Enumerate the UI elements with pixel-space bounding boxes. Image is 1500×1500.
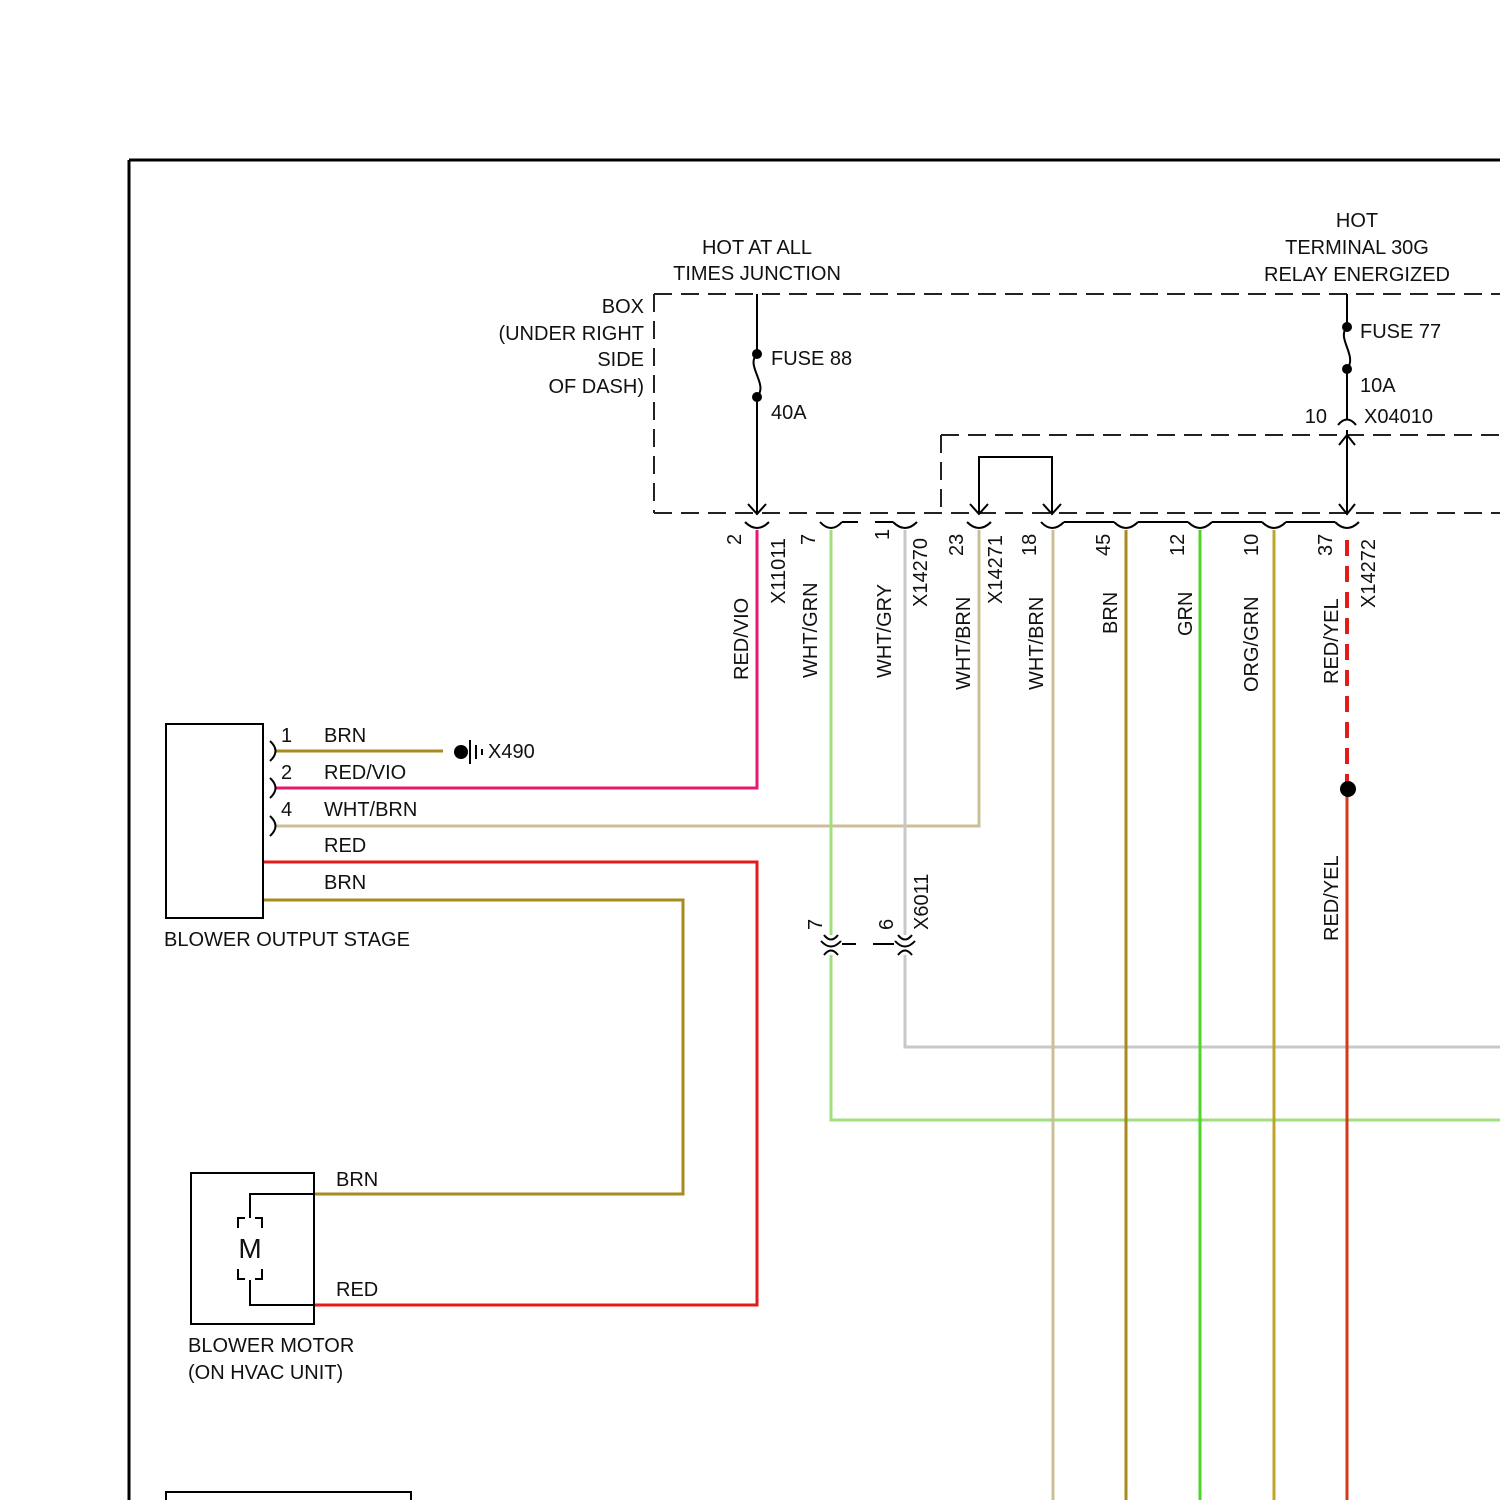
junction-box-3: SIDE — [597, 349, 644, 371]
relay-hot-2: TERMINAL 30G — [1285, 237, 1429, 259]
fuse-88: FUSE 88 40A — [748, 294, 852, 514]
bos-brn-wire: BRN — [324, 872, 366, 894]
fuse77-connector: X04010 — [1364, 406, 1433, 428]
bos-pin2-wire: RED/VIO — [324, 762, 406, 784]
fuse77-rating: 10A — [1360, 375, 1396, 397]
connector-x14271: X14271 — [985, 535, 1007, 604]
connector-x11011: X11011 — [768, 538, 790, 604]
blower-motor: M BRN RED BLOWER MOTOR (ON HVAC UNIT) — [188, 1169, 378, 1384]
connector-cups — [745, 522, 1359, 528]
relay-hot-3: RELAY ENERGIZED — [1264, 264, 1450, 286]
bos-pin1: 1 — [281, 725, 292, 747]
junction-box-1: BOX — [602, 296, 644, 318]
fuse77-name: FUSE 77 — [1360, 321, 1441, 343]
pin-18: 18 — [1019, 534, 1041, 556]
motor-name-2: (ON HVAC UNIT) — [188, 1362, 343, 1384]
pin-37: 37 — [1315, 534, 1337, 556]
junction-box-labels: HOT AT ALL TIMES JUNCTION BOX (UNDER RIG… — [498, 210, 1450, 398]
label-org-grn: ORG/GRN — [1241, 596, 1263, 692]
x6011-pin-6: 6 — [876, 919, 898, 930]
pin-1: 1 — [872, 529, 894, 540]
internal-jumper — [970, 457, 1061, 514]
connector-x14272: X14272 — [1358, 539, 1380, 608]
junction-title-2: TIMES JUNCTION — [673, 263, 841, 285]
bos-name: BLOWER OUTPUT STAGE — [164, 929, 410, 951]
relay-hot-1: HOT — [1336, 210, 1378, 232]
x490-label: X490 — [488, 741, 535, 763]
bos-pin2: 2 — [281, 762, 292, 784]
pin-12: 12 — [1167, 534, 1189, 556]
pin-7: 7 — [798, 534, 820, 545]
pin-45: 45 — [1093, 534, 1115, 556]
wire-labels: RED/VIO WHT/GRN WHT/GRY WHT/BRN WHT/BRN … — [731, 582, 1343, 941]
motor-name-1: BLOWER MOTOR — [188, 1335, 354, 1357]
junction-box-2: (UNDER RIGHT — [498, 323, 644, 345]
label-grn: GRN — [1175, 592, 1197, 636]
label-brn: BRN — [1100, 592, 1122, 634]
label-wht-grn: WHT/GRN — [800, 582, 822, 678]
label-wht-brn-b: WHT/BRN — [1026, 597, 1048, 690]
junction-box-4: OF DASH) — [548, 376, 644, 398]
bos-pin4: 4 — [281, 799, 292, 821]
motor-symbol: M — [238, 1233, 261, 1264]
motor-brn-wire: BRN — [336, 1169, 378, 1191]
fuse77-pin: 10 — [1305, 406, 1327, 428]
wire-wht-gry-lower — [905, 955, 1500, 1047]
pin-23: 23 — [946, 534, 968, 556]
x6011-name: X6011 — [911, 874, 933, 930]
blower-output-stage: 1 BRN 2 RED/VIO 4 WHT/BRN RED BRN BLOWER… — [164, 724, 417, 951]
fuse88-rating: 40A — [771, 402, 807, 424]
junction-title-1: HOT AT ALL — [702, 237, 812, 259]
connector-names: X11011 X14270 X14271 X14272 — [768, 535, 1380, 608]
x6011-pin-7: 7 — [805, 919, 827, 930]
pin-2: 2 — [724, 534, 746, 545]
pin-10: 10 — [1241, 534, 1263, 556]
bos-pin1-wire: BRN — [324, 725, 366, 747]
label-wht-brn-a: WHT/BRN — [953, 597, 975, 690]
motor-red-wire: RED — [336, 1279, 378, 1301]
fuse88-name: FUSE 88 — [771, 348, 852, 370]
bos-red-wire: RED — [324, 835, 366, 857]
partial-component-bottom — [166, 1492, 411, 1500]
wire-wht-grn-lower — [831, 955, 1500, 1120]
bos-pin4-wire: WHT/BRN — [324, 799, 417, 821]
pin-numbers: 2 7 1 23 18 45 12 10 37 — [724, 529, 1337, 556]
label-red-yel-bottom: RED/YEL — [1321, 855, 1343, 941]
label-red-yel-top: RED/YEL — [1321, 598, 1343, 684]
connector-x6011: 7 6 X6011 — [805, 874, 933, 955]
fuse-77: FUSE 77 10A 10 X04010 — [1305, 294, 1441, 514]
label-wht-gry: WHT/GRY — [874, 584, 896, 678]
connector-x14270: X14270 — [910, 538, 932, 607]
ground-x490: X490 — [454, 740, 535, 764]
label-red-vio: RED/VIO — [731, 598, 753, 680]
splice-dot — [1340, 781, 1356, 797]
